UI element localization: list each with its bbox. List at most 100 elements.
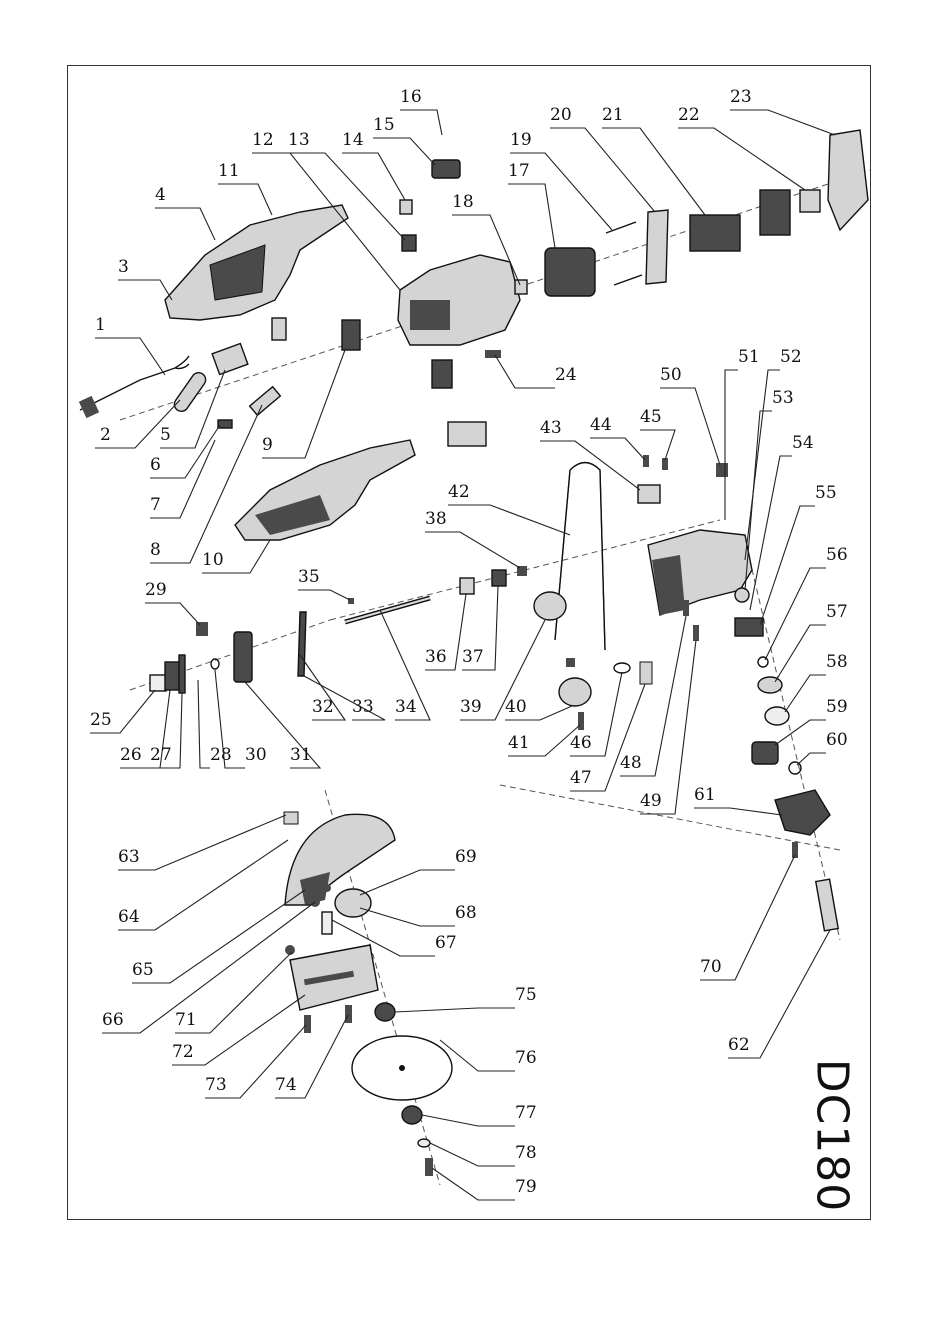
leader-line-29 bbox=[145, 603, 200, 625]
leader-line-50 bbox=[660, 388, 720, 465]
callout-label-69: 69 bbox=[455, 847, 477, 867]
leader-line-44 bbox=[590, 438, 645, 460]
callout-label-78: 78 bbox=[515, 1143, 537, 1163]
leader-line-77 bbox=[422, 1115, 515, 1126]
leader-line-4 bbox=[155, 208, 215, 240]
leader-line-75 bbox=[395, 1008, 515, 1012]
shaft-part bbox=[345, 598, 430, 622]
callout-label-8: 8 bbox=[150, 540, 161, 560]
leader-line-55 bbox=[760, 506, 815, 625]
part-25 bbox=[150, 675, 166, 691]
callout-label-32: 32 bbox=[312, 697, 334, 717]
callout-label-54: 54 bbox=[792, 433, 814, 453]
callout-label-58: 58 bbox=[826, 652, 848, 672]
callout-label-7: 7 bbox=[150, 495, 161, 515]
leader-line-48 bbox=[620, 616, 686, 776]
callout-label-61: 61 bbox=[694, 785, 716, 805]
callout-label-35: 35 bbox=[298, 567, 320, 587]
brush-part bbox=[400, 200, 412, 214]
callout-label-42: 42 bbox=[448, 482, 470, 502]
leader-line-9 bbox=[262, 350, 345, 458]
wheel-40-part bbox=[559, 678, 591, 706]
callout-label-27: 27 bbox=[150, 745, 172, 765]
callout-label-45: 45 bbox=[640, 407, 662, 427]
callout-label-31: 31 bbox=[290, 745, 312, 765]
armature-part bbox=[690, 215, 740, 251]
callout-label-75: 75 bbox=[515, 985, 537, 1005]
callout-label-17: 17 bbox=[508, 161, 530, 181]
callout-label-3: 3 bbox=[118, 257, 129, 277]
callout-label-2: 2 bbox=[100, 425, 111, 445]
lower-handle-part bbox=[235, 440, 415, 540]
gear-59-part bbox=[752, 742, 778, 764]
cap-part bbox=[432, 160, 460, 178]
callout-label-43: 43 bbox=[540, 418, 562, 438]
callout-label-76: 76 bbox=[515, 1048, 537, 1068]
leader-line-28 bbox=[198, 680, 210, 768]
switch-part bbox=[212, 344, 248, 375]
callout-label-60: 60 bbox=[826, 730, 848, 750]
callout-label-47: 47 bbox=[570, 768, 592, 788]
callout-label-13: 13 bbox=[288, 130, 310, 150]
leader-line-51 bbox=[725, 370, 738, 520]
leader-line-63 bbox=[118, 815, 286, 870]
leader-line-79 bbox=[432, 1168, 515, 1200]
callout-label-51: 51 bbox=[738, 347, 760, 367]
baffle-part bbox=[646, 210, 668, 284]
callout-label-4: 4 bbox=[155, 185, 166, 205]
leader-line-17 bbox=[508, 184, 555, 248]
spindle-part bbox=[816, 879, 838, 931]
callout-label-53: 53 bbox=[772, 388, 794, 408]
small-part-6 bbox=[218, 420, 232, 428]
leader-line-24 bbox=[495, 355, 555, 388]
gear-31-part bbox=[234, 632, 252, 682]
callout-label-12: 12 bbox=[252, 130, 274, 150]
leader-line-68 bbox=[360, 908, 455, 926]
callout-label-26: 26 bbox=[120, 745, 142, 765]
callout-label-19: 19 bbox=[510, 130, 532, 150]
callout-label-41: 41 bbox=[508, 733, 530, 753]
callout-labels: 1234567891011121314151617181920212223242… bbox=[90, 87, 848, 1200]
leader-line-54 bbox=[750, 456, 792, 610]
callout-label-62: 62 bbox=[728, 1035, 750, 1055]
callout-label-50: 50 bbox=[660, 365, 682, 385]
leader-line-16 bbox=[400, 110, 442, 135]
leader-line-35 bbox=[298, 590, 350, 600]
leader-line-3 bbox=[118, 280, 172, 300]
leader-line-1 bbox=[95, 338, 165, 375]
leader-line-21 bbox=[602, 128, 705, 215]
callout-label-66: 66 bbox=[102, 1010, 124, 1030]
callout-label-49: 49 bbox=[640, 791, 662, 811]
callout-label-18: 18 bbox=[452, 192, 474, 212]
callout-label-38: 38 bbox=[425, 509, 447, 529]
leader-line-61 bbox=[694, 808, 782, 815]
callout-label-64: 64 bbox=[118, 907, 140, 927]
leader-line-58 bbox=[785, 675, 826, 712]
leader-line-43 bbox=[540, 441, 640, 490]
leader-line-11 bbox=[218, 184, 272, 215]
leader-line-78 bbox=[430, 1143, 515, 1166]
spring-part bbox=[485, 350, 501, 358]
switch-module-part bbox=[448, 422, 486, 446]
leader-line-20 bbox=[550, 128, 655, 212]
flange-75-part bbox=[375, 1003, 395, 1021]
callout-label-5: 5 bbox=[160, 425, 171, 445]
callout-label-11: 11 bbox=[218, 161, 240, 181]
leader-line-38 bbox=[425, 532, 520, 568]
bolt-79-part bbox=[425, 1158, 433, 1176]
bearing-53-part bbox=[735, 588, 749, 602]
callout-label-40: 40 bbox=[505, 697, 527, 717]
bracket-55-part bbox=[735, 618, 763, 636]
callout-label-39: 39 bbox=[460, 697, 482, 717]
leader-line-22 bbox=[678, 128, 805, 190]
callout-label-55: 55 bbox=[815, 483, 837, 503]
leader-line-23 bbox=[730, 110, 835, 135]
washer-78-part bbox=[418, 1139, 430, 1147]
gearbox-part bbox=[775, 790, 830, 835]
part-37 bbox=[492, 570, 506, 586]
cord-sleeve-part bbox=[172, 370, 209, 414]
washer-58-part bbox=[765, 707, 789, 725]
callout-label-52: 52 bbox=[780, 347, 802, 367]
leader-line-42 bbox=[448, 505, 570, 535]
